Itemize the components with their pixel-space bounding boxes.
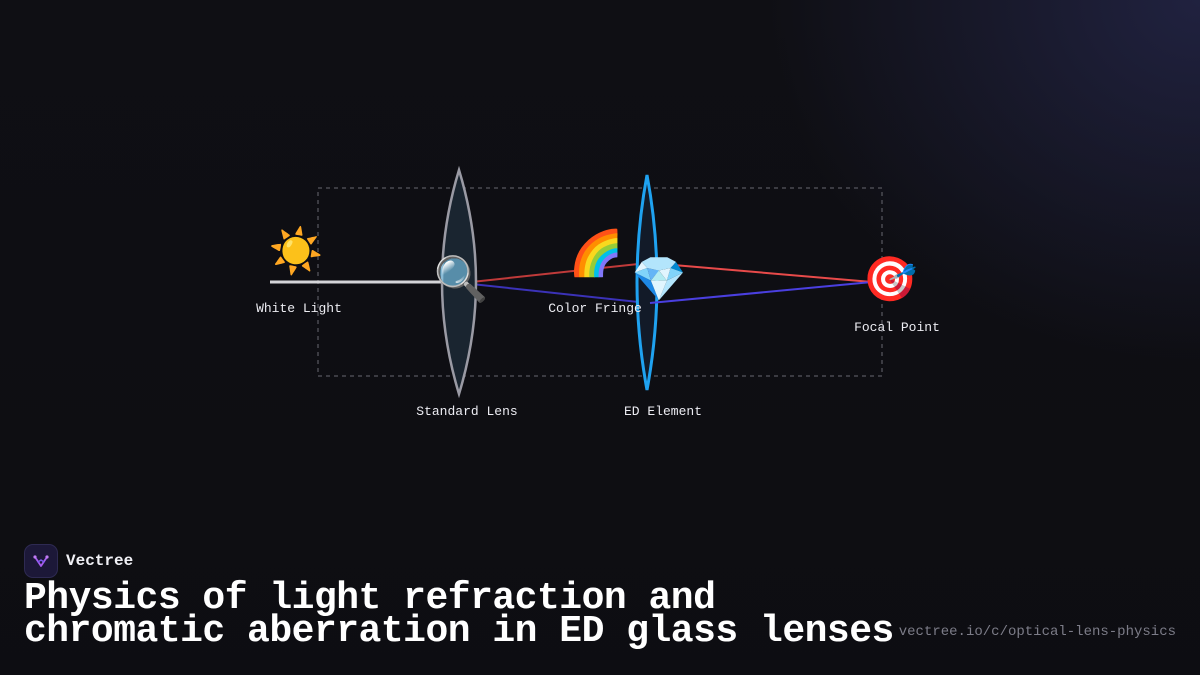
white-light-label: White Light xyxy=(256,301,342,316)
gem-icon: 💎 xyxy=(632,254,687,305)
brand: Vectree xyxy=(24,544,133,578)
color-fringe-label: Color Fringe xyxy=(548,301,642,316)
standard-lens-shape xyxy=(440,165,478,399)
red-ray-converging xyxy=(649,262,873,283)
red-ray-dispersed xyxy=(461,262,649,284)
standard-lens-label: Standard Lens xyxy=(416,404,517,419)
magnifier-icon: 🔍 xyxy=(434,251,489,305)
blue-ray-converging xyxy=(649,281,873,304)
brand-name: Vectree xyxy=(66,552,134,570)
rainbow-icon: 🌈 xyxy=(569,226,624,279)
page-title: Physics of light refraction and chromati… xyxy=(24,577,894,653)
target-icon: 🎯 xyxy=(863,254,918,305)
ed-element-lens-shape xyxy=(635,174,659,391)
source-url: vectree.io/c/optical-lens-physics xyxy=(898,624,1176,640)
sun-icon: ☀️ xyxy=(269,224,324,277)
blue-ray-dispersed xyxy=(461,282,649,304)
focal-point-label: Focal Point xyxy=(854,320,940,335)
vectree-logo-icon xyxy=(24,544,58,578)
ed-element-label: ED Element xyxy=(624,404,702,419)
